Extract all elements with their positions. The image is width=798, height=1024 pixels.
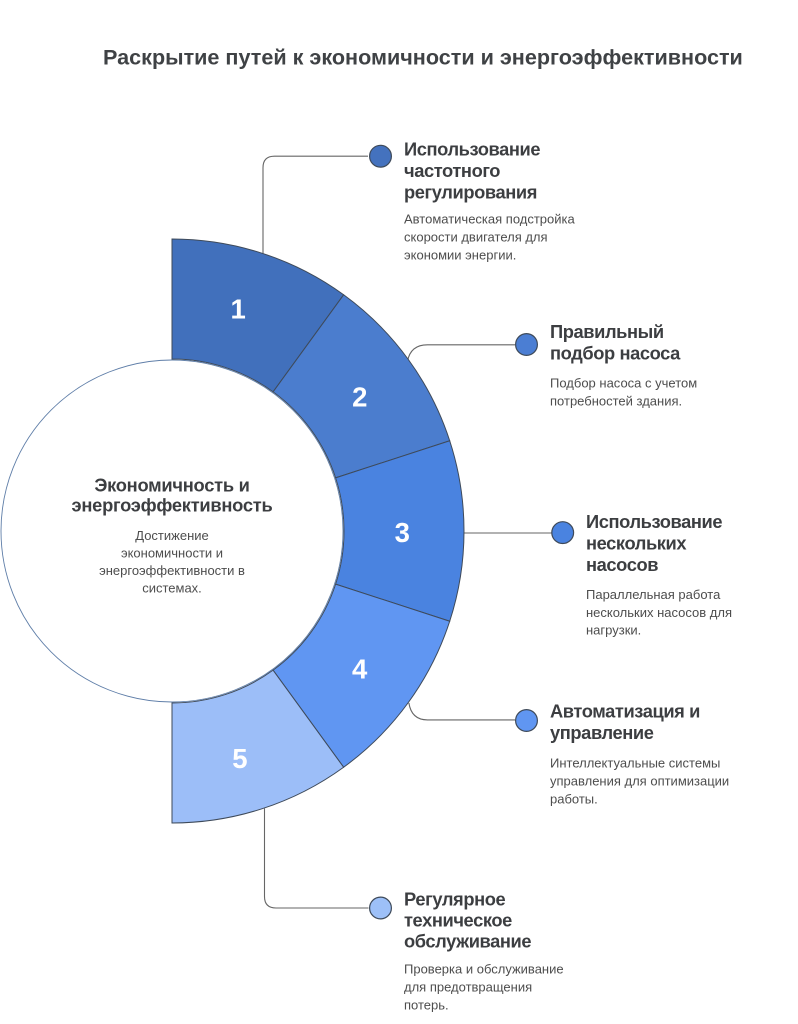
svg-text:Использование: Использование <box>404 139 540 160</box>
svg-text:техническое: техническое <box>404 910 512 931</box>
svg-text:энергоэффективности в: энергоэффективности в <box>99 563 245 578</box>
svg-text:нагрузки.: нагрузки. <box>586 623 641 638</box>
svg-text:системах.: системах. <box>142 581 202 596</box>
svg-text:скорости двигателя для: скорости двигателя для <box>404 229 548 244</box>
svg-text:частотного: частотного <box>404 160 500 181</box>
svg-text:экономичности и: экономичности и <box>121 546 223 561</box>
svg-text:Проверка и обслуживание: Проверка и обслуживание <box>404 962 564 977</box>
svg-text:потерь.: потерь. <box>404 998 449 1013</box>
svg-text:нескольких: нескольких <box>586 533 687 554</box>
svg-text:потребностей здания.: потребностей здания. <box>550 394 682 409</box>
svg-text:Интеллектуальные системы: Интеллектуальные системы <box>550 756 720 771</box>
svg-text:управление: управление <box>550 722 654 743</box>
svg-text:1: 1 <box>231 293 246 324</box>
svg-text:Экономичность и: Экономичность и <box>94 475 249 496</box>
svg-text:4: 4 <box>352 653 368 684</box>
svg-text:нескольких насосов для: нескольких насосов для <box>586 605 732 620</box>
svg-text:подбор насоса: подбор насоса <box>550 343 681 364</box>
svg-text:энергоэффективность: энергоэффективность <box>72 495 273 516</box>
svg-text:для предотвращения: для предотвращения <box>404 980 532 995</box>
svg-text:регулирования: регулирования <box>404 182 537 203</box>
svg-text:управления для оптимизации: управления для оптимизации <box>550 774 729 789</box>
svg-text:обслуживание: обслуживание <box>404 931 531 952</box>
svg-text:Правильный: Правильный <box>550 321 664 342</box>
svg-text:насосов: насосов <box>586 554 658 575</box>
svg-text:5: 5 <box>232 743 247 774</box>
svg-text:3: 3 <box>395 517 410 548</box>
svg-text:Раскрытие путей к экономичност: Раскрытие путей к экономичности и энерго… <box>103 45 743 70</box>
svg-text:Параллельная работа: Параллельная работа <box>586 587 721 602</box>
svg-text:экономии энергии.: экономии энергии. <box>404 247 516 262</box>
svg-text:Автоматизация и: Автоматизация и <box>550 701 700 722</box>
svg-text:Регулярное: Регулярное <box>404 889 506 910</box>
svg-text:Автоматическая подстройка: Автоматическая подстройка <box>404 211 576 226</box>
svg-text:Достижение: Достижение <box>135 528 209 543</box>
svg-text:работы.: работы. <box>550 792 598 807</box>
svg-text:2: 2 <box>352 382 367 413</box>
svg-text:Подбор насоса с учетом: Подбор насоса с учетом <box>550 376 697 391</box>
svg-text:Использование: Использование <box>586 511 722 532</box>
